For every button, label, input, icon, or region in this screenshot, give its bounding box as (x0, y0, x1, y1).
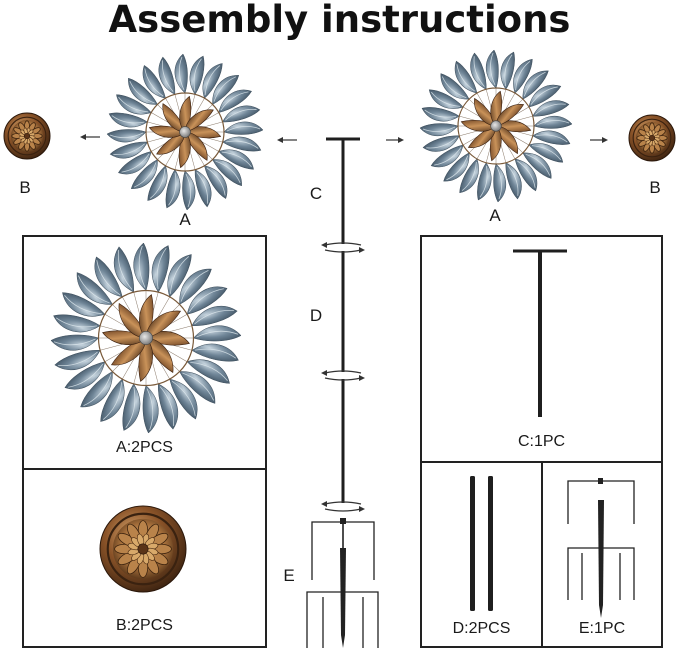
part-e-stake (567, 478, 635, 618)
medallion-b-panel (99, 505, 187, 593)
page-title: Assembly instructions (108, 0, 571, 41)
panel-e (541, 461, 663, 648)
spinner-a-panel (50, 242, 242, 434)
label-e: E (283, 566, 295, 585)
medallion-b-right (628, 114, 676, 162)
spinner-a-left (106, 53, 264, 211)
spinner-a-right (419, 49, 573, 203)
twist-joint-3 (321, 501, 365, 512)
caption-b: B:2PCS (116, 617, 173, 634)
caption-c: C:1PC (517, 433, 566, 450)
label-b-right: B (649, 178, 661, 197)
label-c: C (309, 184, 323, 203)
caption-d: D:2PCS (452, 620, 511, 637)
medallion-b-left (3, 112, 51, 160)
assembled-pole (306, 137, 379, 648)
direction-arrows (80, 134, 608, 143)
arrow-left-inner (277, 137, 297, 143)
label-d: D (309, 306, 323, 325)
caption-a: A:2PCS (116, 439, 173, 456)
twist-joint-1 (321, 242, 365, 253)
panel-b (22, 468, 267, 648)
ground-stake-assembled (306, 518, 379, 648)
twist-joint-2 (321, 370, 365, 381)
part-d-poles (470, 476, 493, 611)
part-c-pole (513, 249, 567, 417)
caption-e: E:1PC (578, 620, 626, 637)
label-a-left: A (179, 210, 191, 229)
arrow-right-outer (590, 137, 608, 143)
arrow-left-outer (80, 134, 100, 140)
label-a-right: A (489, 206, 501, 225)
label-b-left: B (19, 178, 31, 197)
arrow-right-inner (386, 137, 404, 143)
panel-frames (22, 235, 663, 648)
